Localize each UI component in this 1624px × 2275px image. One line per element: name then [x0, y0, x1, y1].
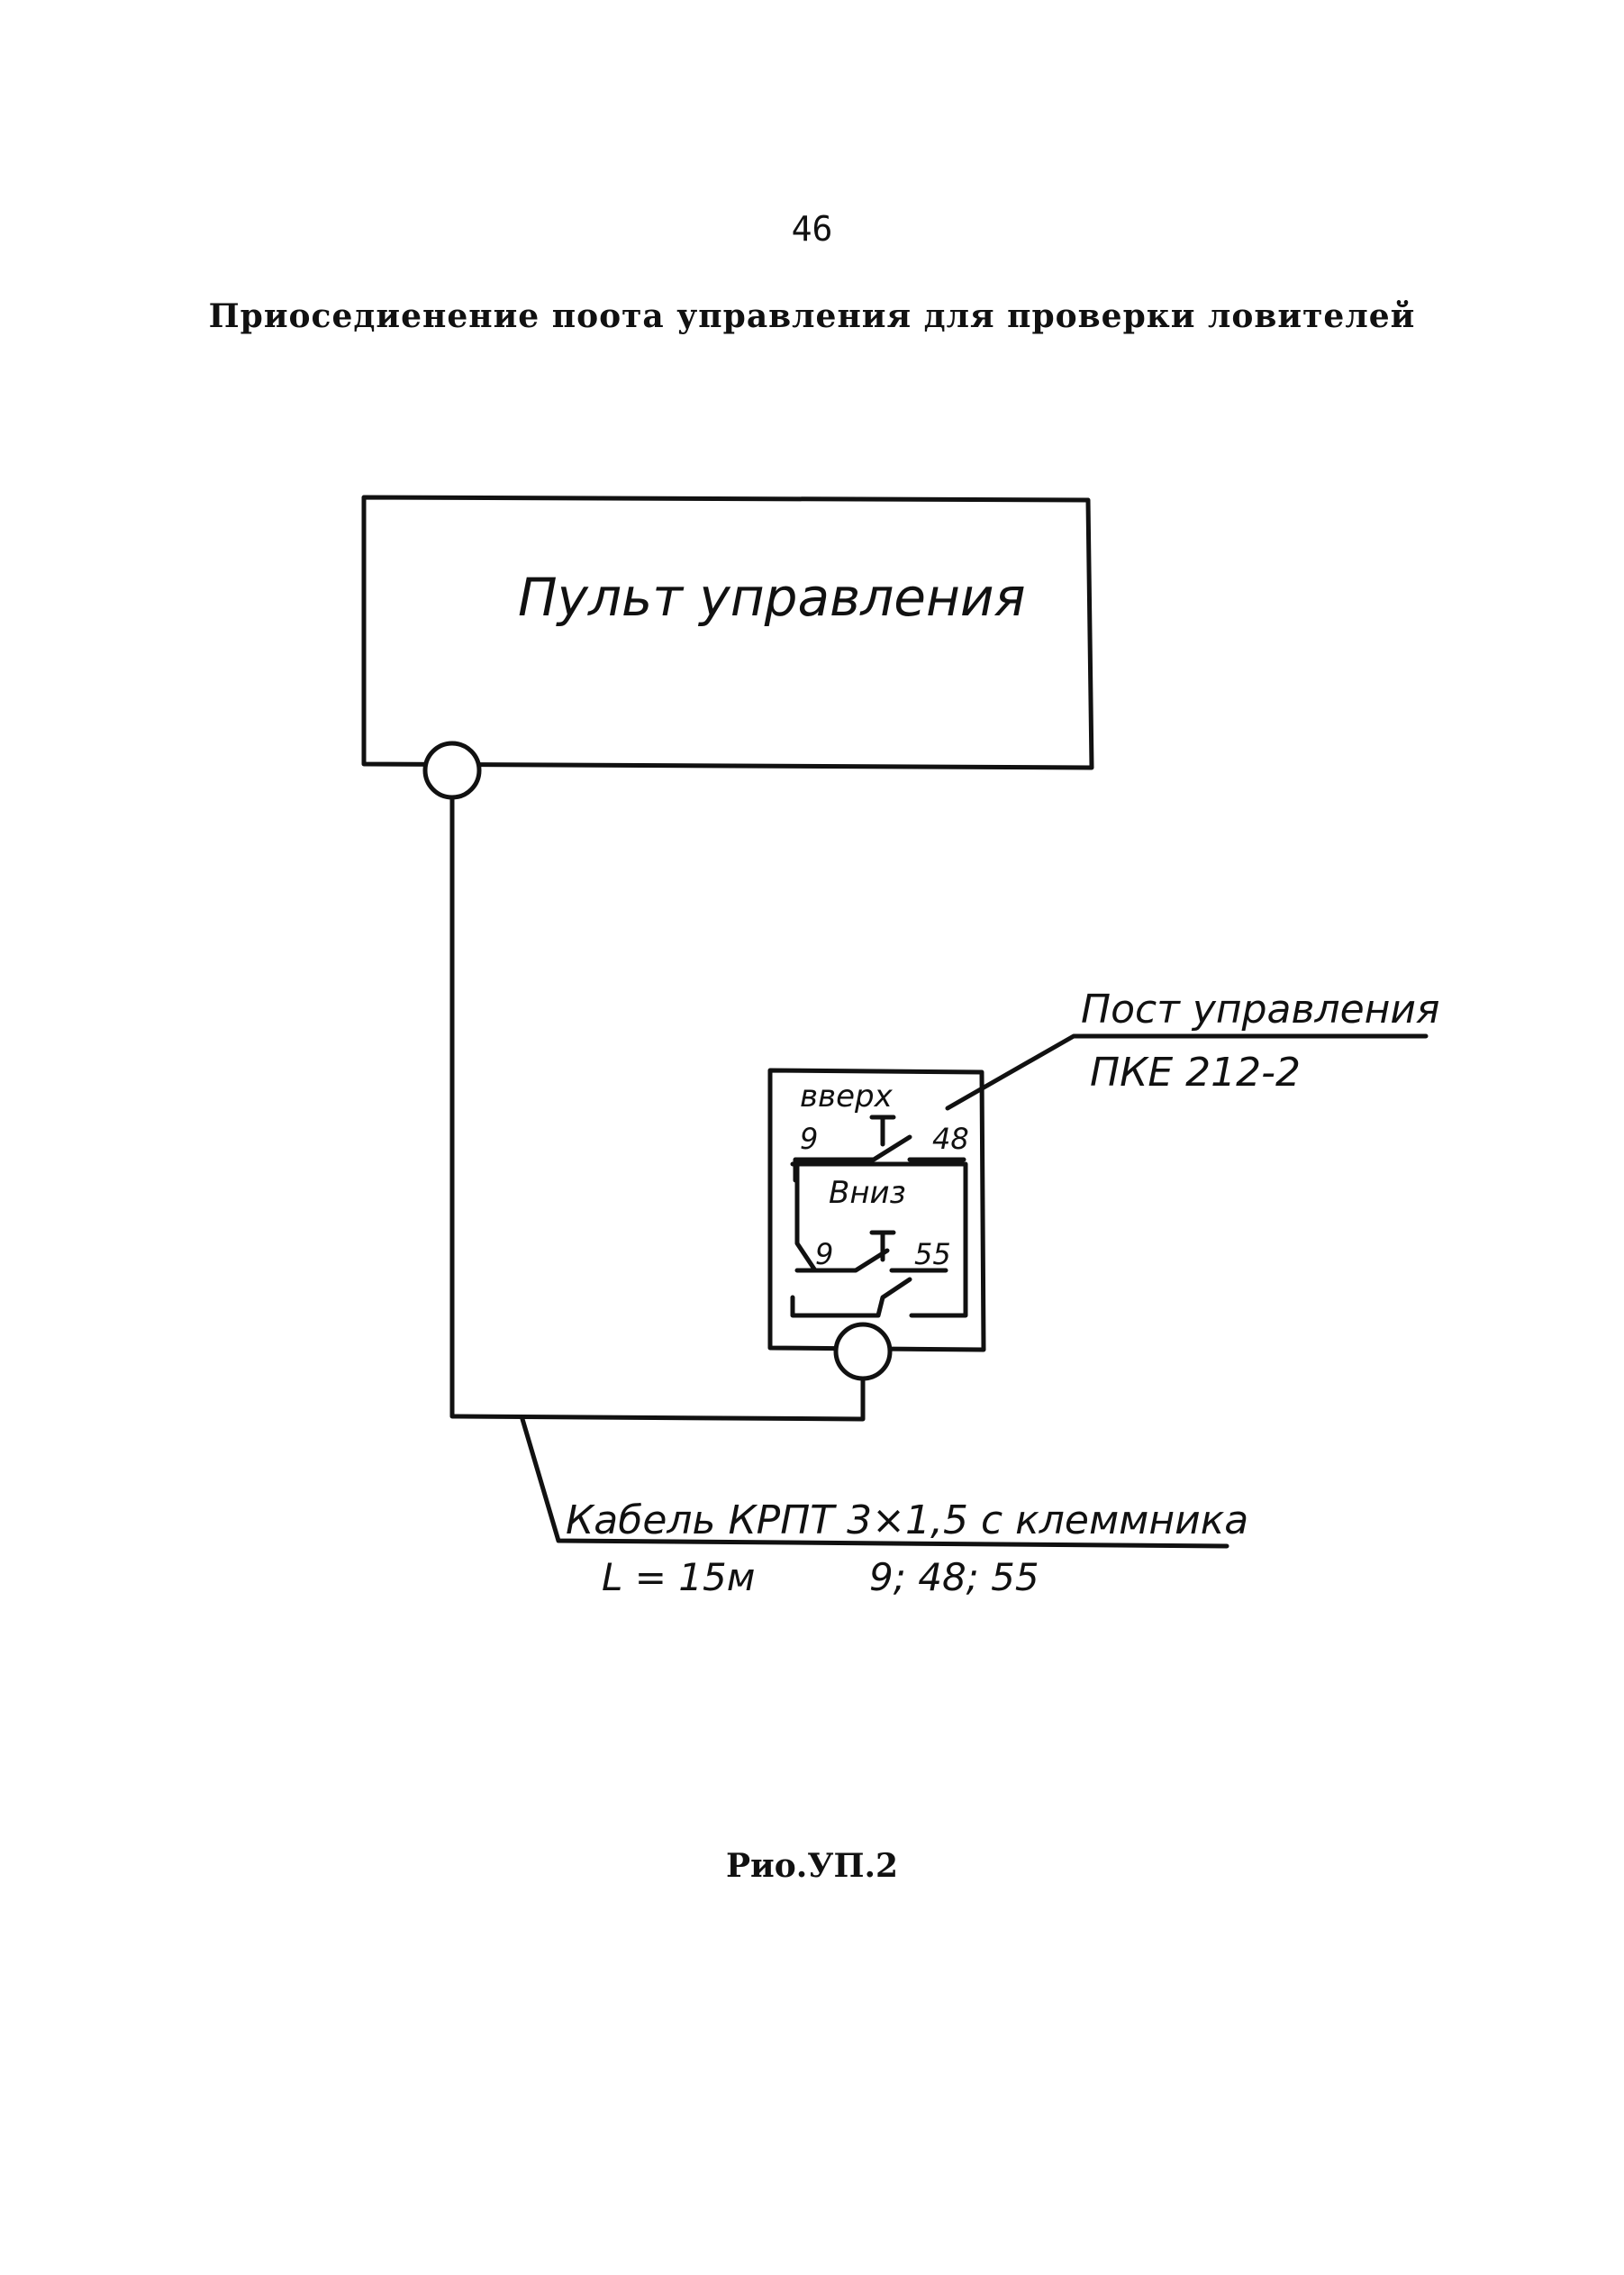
panel-connector-icon	[422, 741, 482, 800]
station-label-line1: Пост управления	[1081, 987, 1439, 1033]
terminal-down-right: 55	[914, 1237, 951, 1271]
cable-line	[449, 795, 866, 1422]
button-down-icon	[869, 1230, 896, 1262]
cable-terminals: 9; 48; 55	[869, 1555, 1039, 1599]
station-internal-wiring	[790, 1134, 968, 1318]
page-title: Приоседиенение поота управления для пров…	[208, 297, 1416, 335]
button-down-label: Вниз	[829, 1175, 906, 1211]
terminal-up-right: 48	[932, 1122, 969, 1156]
cable-label: Кабель КРПТ 3×1,5 с клеммника	[566, 1497, 1248, 1543]
cable-length: L = 15м	[602, 1555, 755, 1599]
station-label-line2: ПКЕ 212-2	[1090, 1050, 1301, 1096]
terminal-down-left: 9	[815, 1237, 833, 1271]
control-panel-label: Пульт управления	[518, 567, 1025, 628]
station-connector-icon	[833, 1322, 893, 1381]
control-station-box	[767, 1068, 986, 1352]
terminal-up-left: 9	[800, 1122, 818, 1156]
cable-leader-line	[520, 1416, 1229, 1549]
button-up-label: вверх	[800, 1078, 894, 1115]
button-up-icon	[869, 1115, 896, 1147]
figure-label: Рио.УП.2	[725, 1847, 899, 1885]
station-leader-line	[945, 1033, 1429, 1111]
control-panel-box	[361, 495, 1094, 770]
page-number: 46	[791, 209, 833, 249]
